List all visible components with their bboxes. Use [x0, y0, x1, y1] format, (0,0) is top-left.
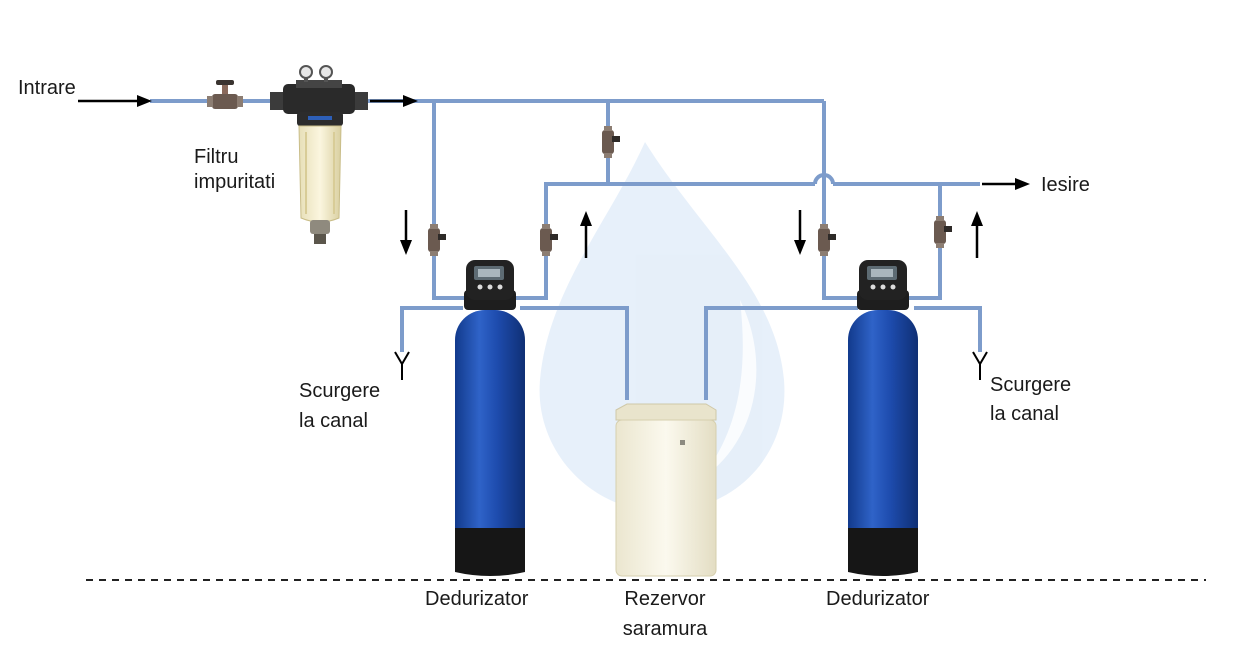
filter-label-line1: Filtru — [194, 146, 239, 168]
up-arrow-icon — [580, 211, 592, 258]
valve-icon — [602, 126, 620, 158]
outlet-arrow-icon — [982, 178, 1030, 190]
softener-left-label: Dedurizator — [425, 588, 529, 610]
up-arrow-icon — [971, 211, 983, 258]
filter-label-line2: impuritati — [194, 171, 276, 193]
outlet-label: Iesire — [1041, 174, 1090, 196]
drain-left-label-line1: Scurgere — [299, 380, 381, 402]
inlet-valve-icon — [207, 80, 243, 109]
drain-y-icon — [972, 351, 988, 380]
valve-icon — [934, 216, 952, 248]
inlet-label: Intrare — [18, 77, 76, 99]
softener-tank-right — [848, 260, 918, 576]
drain-right-label-line1: Scurgere — [990, 374, 1072, 396]
pipe-network — [150, 99, 982, 400]
brine-tank — [615, 403, 717, 577]
softener-tank-left — [455, 260, 525, 576]
softener-right-label: Dedurizator — [826, 588, 930, 610]
inlet-arrow-icon — [78, 95, 152, 107]
down-arrow-icon — [794, 210, 806, 255]
drain-left-label-line2: la canal — [299, 410, 368, 432]
valve-icon — [818, 224, 836, 256]
brine-label-line2: saramura — [622, 618, 708, 640]
down-arrow-icon — [400, 210, 412, 255]
valve-icon — [428, 224, 446, 256]
drain-y-icon — [394, 351, 410, 380]
brine-label-line1: Rezervor — [624, 588, 706, 610]
watermark-drop-icon — [539, 142, 785, 512]
drain-right-label-line2: la canal — [990, 403, 1059, 425]
filter-out-arrow-icon — [370, 95, 418, 107]
valve-icon — [540, 224, 558, 256]
sediment-filter — [270, 65, 368, 244]
